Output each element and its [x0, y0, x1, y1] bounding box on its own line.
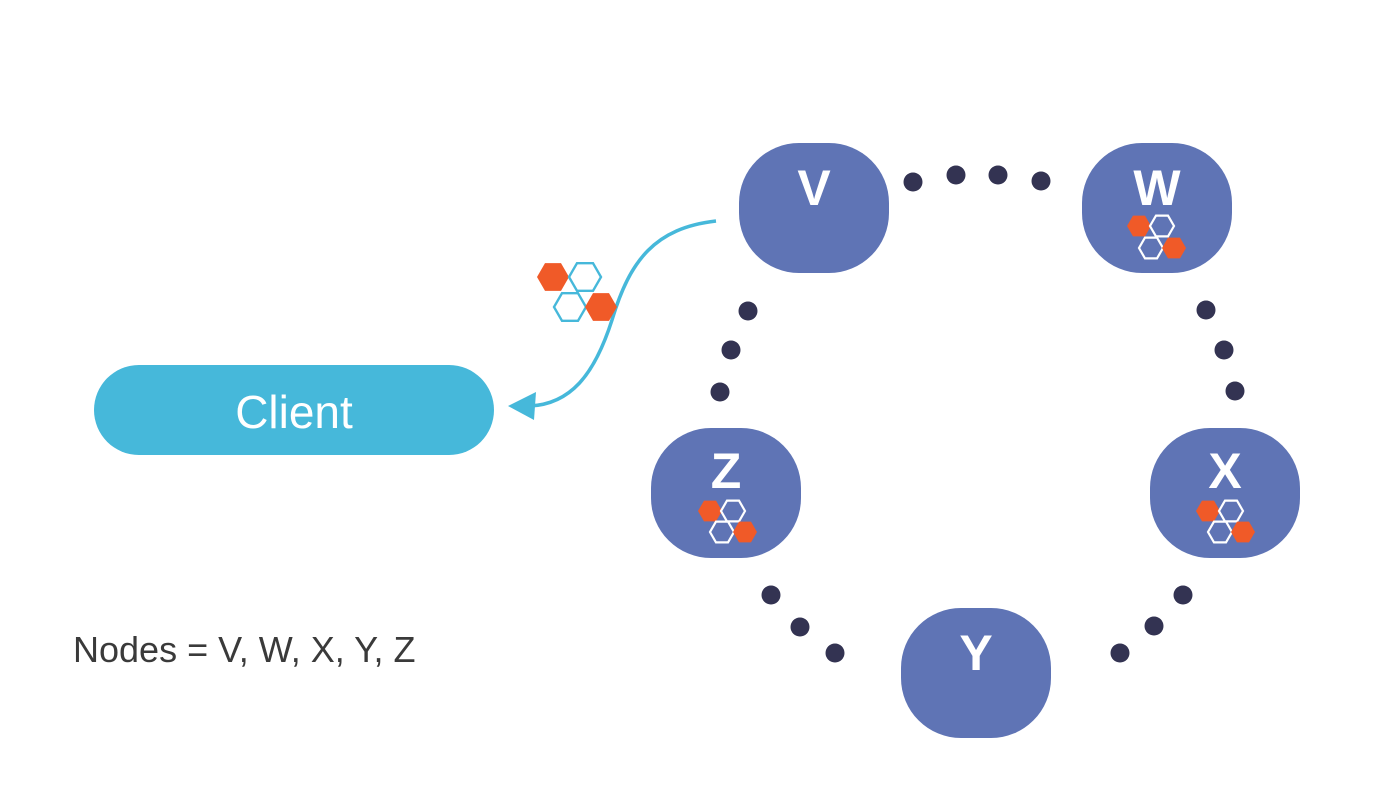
edge-z-v	[710, 301, 758, 402]
node-shape	[901, 608, 1051, 738]
edge-x-y	[1110, 585, 1193, 663]
edge-v-w	[903, 165, 1051, 192]
connector-dot	[721, 340, 741, 360]
connector-dot	[1196, 300, 1216, 320]
node-label: Z	[711, 443, 742, 499]
data-hexagons-icon	[537, 261, 617, 323]
node-shape	[739, 143, 889, 273]
node-x[interactable]: X	[1150, 428, 1300, 558]
connector-dot	[988, 165, 1008, 185]
node-label: X	[1208, 443, 1241, 499]
client-shape	[94, 365, 494, 455]
node-shape	[1150, 428, 1300, 558]
node-shape	[651, 428, 801, 558]
connector-dot	[738, 301, 758, 321]
connector-dot	[1225, 381, 1245, 401]
connector-dot	[1214, 340, 1234, 360]
connector-dot	[946, 165, 966, 185]
node-y[interactable]: Y	[901, 608, 1051, 738]
connector-dot	[903, 172, 923, 192]
connector-dot	[710, 382, 730, 402]
node-w[interactable]: W	[1082, 143, 1232, 273]
node-label: Y	[959, 625, 992, 681]
node-label: V	[797, 160, 831, 216]
connector-dot	[790, 617, 810, 637]
node-v[interactable]: V	[739, 143, 889, 273]
node-shape	[1082, 143, 1232, 273]
node-z[interactable]: Z	[651, 428, 801, 558]
connector-dot	[1110, 643, 1130, 663]
connector-dot	[1031, 171, 1051, 191]
client-box[interactable]: Client	[94, 365, 494, 455]
client-label: Client	[235, 386, 353, 438]
connector-dot	[825, 643, 845, 663]
edge-y-z	[761, 585, 845, 663]
node-label: W	[1133, 160, 1181, 216]
connector-dot	[1144, 616, 1164, 636]
edge-w-x	[1196, 300, 1245, 401]
connector-dot	[761, 585, 781, 605]
data-flow-arrow	[508, 219, 717, 420]
connector-dot	[1173, 585, 1193, 605]
nodes-legend: Nodes = V, W, X, Y, Z	[73, 629, 416, 670]
